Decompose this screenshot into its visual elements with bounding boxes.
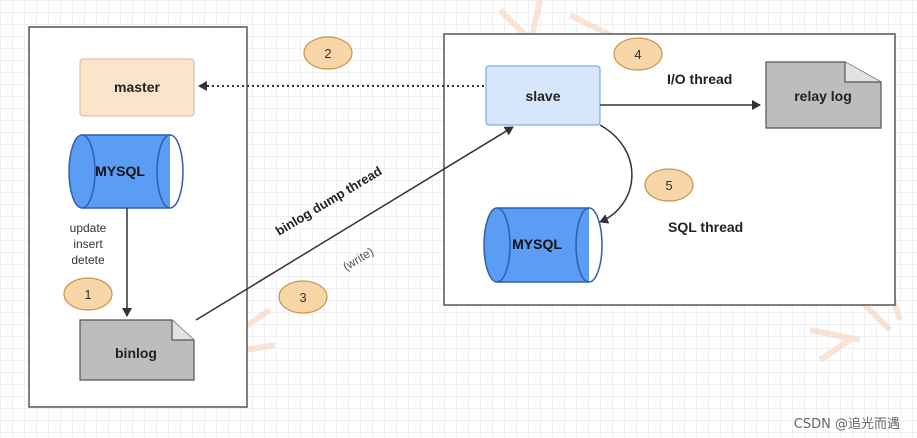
sql-thread-label: SQL thread	[668, 219, 743, 235]
slave-mysql-db[interactable]: MYSQL	[483, 207, 603, 283]
operation-update: update	[70, 221, 107, 235]
binlog-label: binlog	[115, 345, 157, 361]
slave-label: slave	[525, 88, 560, 104]
step-2-badge: 2	[303, 36, 353, 70]
step-3-badge: 3	[278, 280, 328, 314]
master-mysql-label: MYSQL	[95, 163, 145, 179]
svg-text:4: 4	[634, 47, 641, 62]
slave-mysql-label: MYSQL	[512, 236, 562, 252]
relay-log-node[interactable]: relay log	[765, 61, 882, 129]
arrow-slave-to-mysql-curved	[599, 124, 633, 224]
operation-insert: insert	[73, 237, 103, 251]
arrow-binlog-to-slave	[195, 126, 514, 321]
operation-detete: detete	[71, 253, 105, 267]
svg-text:3: 3	[299, 290, 306, 305]
step-5-badge: 5	[644, 168, 694, 202]
step-1-badge: 1	[63, 277, 113, 311]
svg-text:5: 5	[665, 178, 672, 193]
step-4-badge: 4	[613, 37, 663, 71]
svg-text:1: 1	[84, 287, 91, 302]
master-mysql-db[interactable]: MYSQL	[68, 134, 184, 209]
svg-text:2: 2	[324, 46, 331, 61]
relay-log-label: relay log	[794, 88, 852, 104]
binlog-node[interactable]: binlog	[79, 319, 195, 381]
slave-node[interactable]: slave	[485, 65, 601, 126]
master-node[interactable]: master	[79, 58, 195, 117]
write-label: (write)	[340, 244, 376, 273]
io-thread-label: I/O thread	[667, 71, 732, 87]
csdn-watermark: CSDN @追光而遇	[794, 416, 900, 432]
master-label: master	[114, 79, 160, 95]
binlog-dump-thread-label: binlog dump thread	[273, 163, 385, 238]
